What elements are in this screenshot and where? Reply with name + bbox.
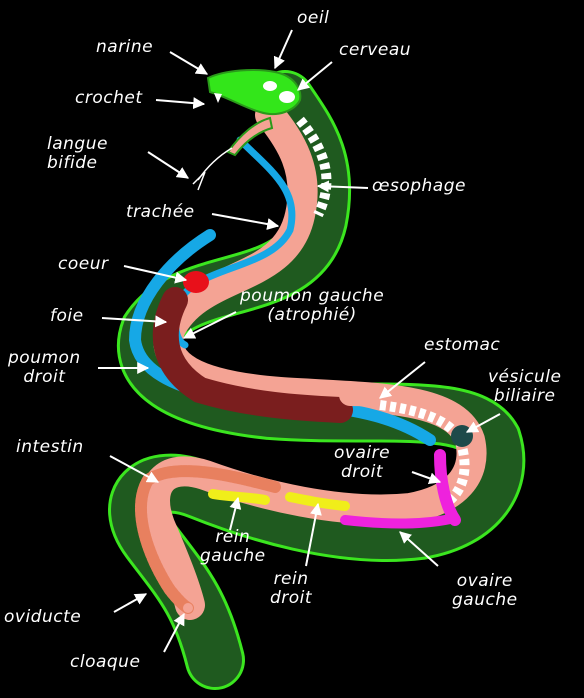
- brain: [279, 91, 295, 103]
- label-ovaire-droit-line1: ovaire: [334, 443, 391, 463]
- arrow-cloaque: [163, 612, 185, 653]
- arrow-langue: [147, 151, 190, 179]
- arrow-rein-droit: [305, 502, 322, 567]
- label-ovaire-gauche-line1: ovaire: [456, 571, 513, 591]
- left-ovary: [340, 513, 460, 529]
- left-kidney: [208, 489, 270, 505]
- heart: [183, 271, 209, 293]
- label-vesicule-line2: biliaire: [493, 386, 556, 406]
- label-rein-droit: rein droit: [270, 570, 312, 608]
- arrow-narine: [169, 51, 209, 75]
- label-crochet: crochet: [75, 88, 143, 108]
- stomach: [339, 384, 471, 431]
- fang: [214, 93, 222, 103]
- label-ovaire-gauche-line2: gauche: [452, 590, 518, 610]
- label-foie: foie: [50, 306, 84, 326]
- label-rein-droit-line1: rein: [273, 569, 309, 589]
- label-langue-line2: bifide: [47, 153, 98, 173]
- label-poumon-droit-line2: droit: [23, 367, 66, 387]
- arrow-foie: [101, 315, 168, 328]
- label-coeur: coeur: [58, 254, 109, 274]
- label-poumon-gauche: poumon gauche (atrophié): [240, 287, 384, 325]
- arrow-coeur: [123, 265, 188, 284]
- label-oesophage: œsophage: [372, 176, 466, 196]
- lower-jaw: [226, 116, 274, 157]
- arrow-ovaire-droit: [411, 471, 442, 485]
- label-langue-line1: langue: [47, 134, 108, 154]
- label-oviducte: oviducte: [4, 607, 82, 627]
- arrow-crochet: [155, 97, 206, 110]
- label-poumon-gauche-line1: poumon gauche: [240, 286, 385, 306]
- label-estomac: estomac: [424, 335, 501, 355]
- label-oeil: oeil: [297, 8, 330, 28]
- label-vesicule-line1: vésicule: [488, 367, 562, 387]
- label-cerveau: cerveau: [339, 40, 412, 60]
- gallbladder: [451, 425, 473, 447]
- eye: [263, 81, 277, 91]
- forked-tongue: [192, 147, 233, 191]
- arrow-intestin: [109, 455, 160, 483]
- label-ovaire-droit-line2: droit: [340, 462, 384, 482]
- label-narine: narine: [96, 37, 154, 57]
- label-cloaque: cloaque: [70, 652, 141, 672]
- arrow-estomac: [379, 361, 426, 399]
- liver: [152, 287, 353, 423]
- head: [206, 69, 302, 116]
- arrow-rein-gauche: [229, 496, 242, 531]
- cloaca: [183, 603, 193, 613]
- arrow-cerveau: [297, 61, 333, 91]
- label-trachee: trachée: [126, 202, 195, 222]
- arrow-trachee: [211, 213, 280, 230]
- arrow-ovaire-gauche: [399, 531, 439, 567]
- right-kidney: [285, 492, 350, 511]
- arrow-oviducte: [113, 593, 148, 613]
- label-ovaire-gauche: ovaire gauche: [452, 572, 518, 610]
- label-intestin: intestin: [16, 437, 84, 457]
- label-ovaire-droit: ovaire droit: [334, 444, 390, 482]
- label-poumon-droit: poumon droit: [8, 349, 81, 387]
- label-rein-gauche-line1: rein: [215, 527, 251, 547]
- label-poumon-droit-line1: poumon: [8, 348, 81, 368]
- arrow-poumon-gauche: [182, 311, 237, 339]
- arrow-oeil: [273, 29, 293, 70]
- label-poumon-gauche-line2: (atrophié): [267, 305, 357, 325]
- arrow-vesicule: [465, 413, 501, 433]
- label-rein-gauche: rein gauche: [200, 528, 266, 566]
- intestine: [135, 465, 281, 614]
- label-rein-gauche-line2: gauche: [200, 546, 266, 566]
- label-rein-droit-line2: droit: [270, 588, 313, 608]
- arrow-oesophage: [316, 180, 369, 193]
- label-vesicule-biliaire: vésicule biliaire: [488, 368, 561, 406]
- label-langue-bifide: langue bifide: [47, 135, 108, 173]
